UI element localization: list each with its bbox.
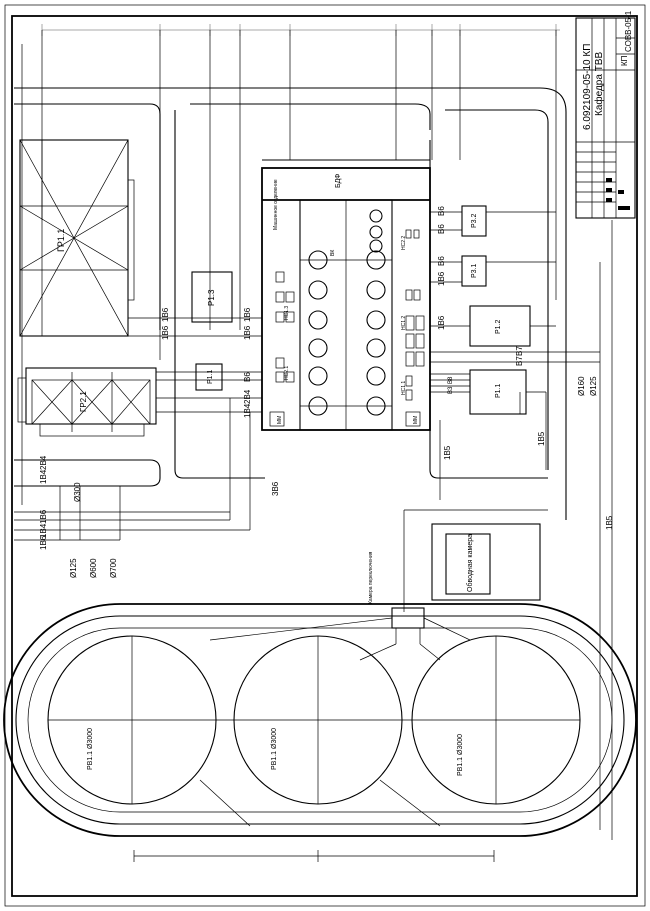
pipe-label: Ø600: [89, 558, 98, 578]
pipe-label: В8: [448, 376, 454, 384]
title-block: 6.092109-05-10 КП Кафедра ТВВ КП СОВВ-05…: [575, 10, 636, 219]
pipe-label: 1В6: [437, 315, 446, 330]
pipe-label: Ø160: [577, 376, 586, 396]
pipe-room-label: Камера переключения: [368, 551, 374, 604]
mm-label-right: ММ: [413, 416, 419, 424]
pipe-label: 1В6: [161, 325, 170, 340]
room-label: Машинное отделение: [273, 179, 279, 230]
roads: [14, 87, 567, 520]
filter-house-label: БДФ: [335, 173, 342, 188]
pipe-label: 1В6: [437, 271, 446, 286]
pipe-label: В6: [437, 206, 446, 216]
chamber-label: Обводная камера: [466, 534, 474, 592]
reservoir-3-label: РВ1.1 Ø3000: [457, 734, 464, 776]
pipe-label: 3В6: [271, 481, 280, 496]
pipe-label: Ø700: [109, 558, 118, 578]
r31-label: Р3.1: [471, 263, 478, 278]
pipe-label: В7: [515, 346, 524, 356]
pipe-label: 2В4: [243, 389, 252, 404]
reservoir-1-label: РВ1.1 Ø3000: [87, 728, 94, 770]
r13-label: Р1.3: [207, 289, 216, 306]
pipe-label: 1В4: [39, 523, 48, 538]
r11-small-block: Р1.1: [195, 363, 223, 391]
title-block-grid: [576, 151, 630, 210]
pump-circles: [300, 200, 392, 430]
grp2-block: ГР2.1: [17, 367, 157, 437]
ns-2: НС1.2: [401, 316, 407, 330]
sheet-label: КП: [620, 55, 629, 66]
pipe-label: Ø125: [589, 376, 598, 396]
pipe-lines: [14, 211, 601, 830]
guide-lines: [21, 30, 613, 840]
r11-label: Р1.1: [495, 383, 502, 398]
pipe-label: Ø300: [73, 482, 82, 502]
pipe-label: В3: [448, 386, 454, 394]
outer-frame: [4, 4, 646, 907]
pipe-label: Ø125: [69, 558, 78, 578]
pipe-label: 1В5: [443, 445, 452, 460]
bypass-chamber: Обводная камера: [431, 523, 541, 601]
grp2-label: ГР2.1: [79, 391, 88, 412]
mm-label-left: ММ: [277, 416, 283, 424]
pipe-label: 1В6: [39, 535, 48, 550]
reservoir-complex: РВ1.1 Ø3000 РВ1.1 Ø3000 РВ1.1 Ø3000: [3, 603, 637, 862]
pipe-label: 1В6: [39, 509, 48, 524]
pipe-label: 1В5: [537, 431, 546, 446]
department: Кафедра ТВВ: [593, 52, 605, 116]
pipe-label: В6: [437, 224, 446, 234]
pipe-label: В6: [437, 256, 446, 266]
equipment-blocks: [275, 229, 425, 401]
filter-station: БДФ Машинное отделение ММ ММ ВК НС1.1 НС…: [261, 159, 431, 431]
inner-frame: [11, 15, 638, 897]
pipe-label: 2В4: [39, 455, 48, 470]
pipe-label: 1В5: [605, 515, 614, 530]
ns-5: НС2.2: [401, 236, 407, 250]
pipe-label: В6: [243, 372, 252, 382]
pipe-label: В7: [515, 356, 524, 366]
right-blocks: Р3.2 Р3.1 Р1.2 Р1.1: [461, 205, 531, 415]
pipe-label: 1В6: [161, 307, 170, 322]
pipe-label: 1В4: [39, 469, 48, 484]
top-dimensions: [41, 24, 560, 36]
pipe-label: 1В6: [243, 325, 252, 340]
r11-small-label: Р1.1: [207, 369, 214, 384]
vk-label: ВК: [330, 250, 336, 256]
doc-code: 6.092109-05-10 КП: [582, 44, 593, 130]
grp1-label: ГР1.1: [56, 229, 66, 252]
ns-4: НС2.1: [284, 366, 290, 380]
grp1-block: ГР1.1: [19, 139, 135, 337]
pipe-labels: 1В6 1В6 1В6 1В6 В6 2В4 1В4 В6 В6 В6 1В6 …: [39, 206, 614, 578]
pipe-label: 1В4: [243, 403, 252, 418]
reservoir-2-label: РВ1.1 Ø3000: [271, 728, 278, 770]
r13-block: Р1.3: [191, 271, 233, 323]
ns-3: НС1.3: [284, 306, 290, 320]
r12-label: Р1.2: [495, 319, 502, 334]
r32-label: Р3.2: [471, 213, 478, 228]
pipe-label: 1В6: [243, 307, 252, 322]
ns-1: НС1.1: [401, 381, 407, 395]
sheet-code: СОВВ-05-1: [624, 10, 633, 52]
